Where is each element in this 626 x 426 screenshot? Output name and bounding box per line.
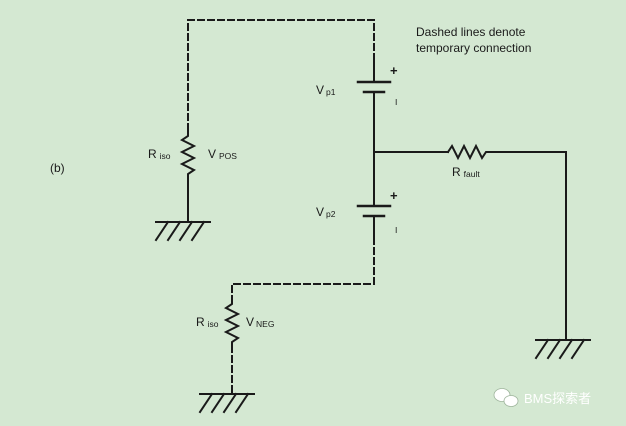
panel-label: (b) [50,161,65,175]
battery-vp2 [356,151,392,239]
watermark: BMS探索者 [493,388,591,407]
resistor-r-iso-bottom [223,299,241,347]
ground-symbol-right [534,338,591,360]
dashed-wire-top [187,19,375,131]
resistor-r-iso-top [179,129,197,223]
note-line-1: Dashed lines denote [416,25,526,39]
vp1-plus-sign: + [390,63,398,78]
ground-symbol-bottom [198,392,255,414]
note-line-2: temporary connection [416,41,531,55]
vp1-minus-sign: I [395,97,397,107]
dashed-wire-bottom [231,237,375,301]
ground-symbol-left [154,220,211,242]
chat-bubble-icon [493,388,519,407]
resistor-r-fault [446,143,567,341]
vp2-plus-sign: + [390,188,398,203]
battery-vp1 [356,59,392,153]
vp2-minus-sign: I [395,225,397,235]
watermark-text: BMS探索者 [524,391,591,406]
